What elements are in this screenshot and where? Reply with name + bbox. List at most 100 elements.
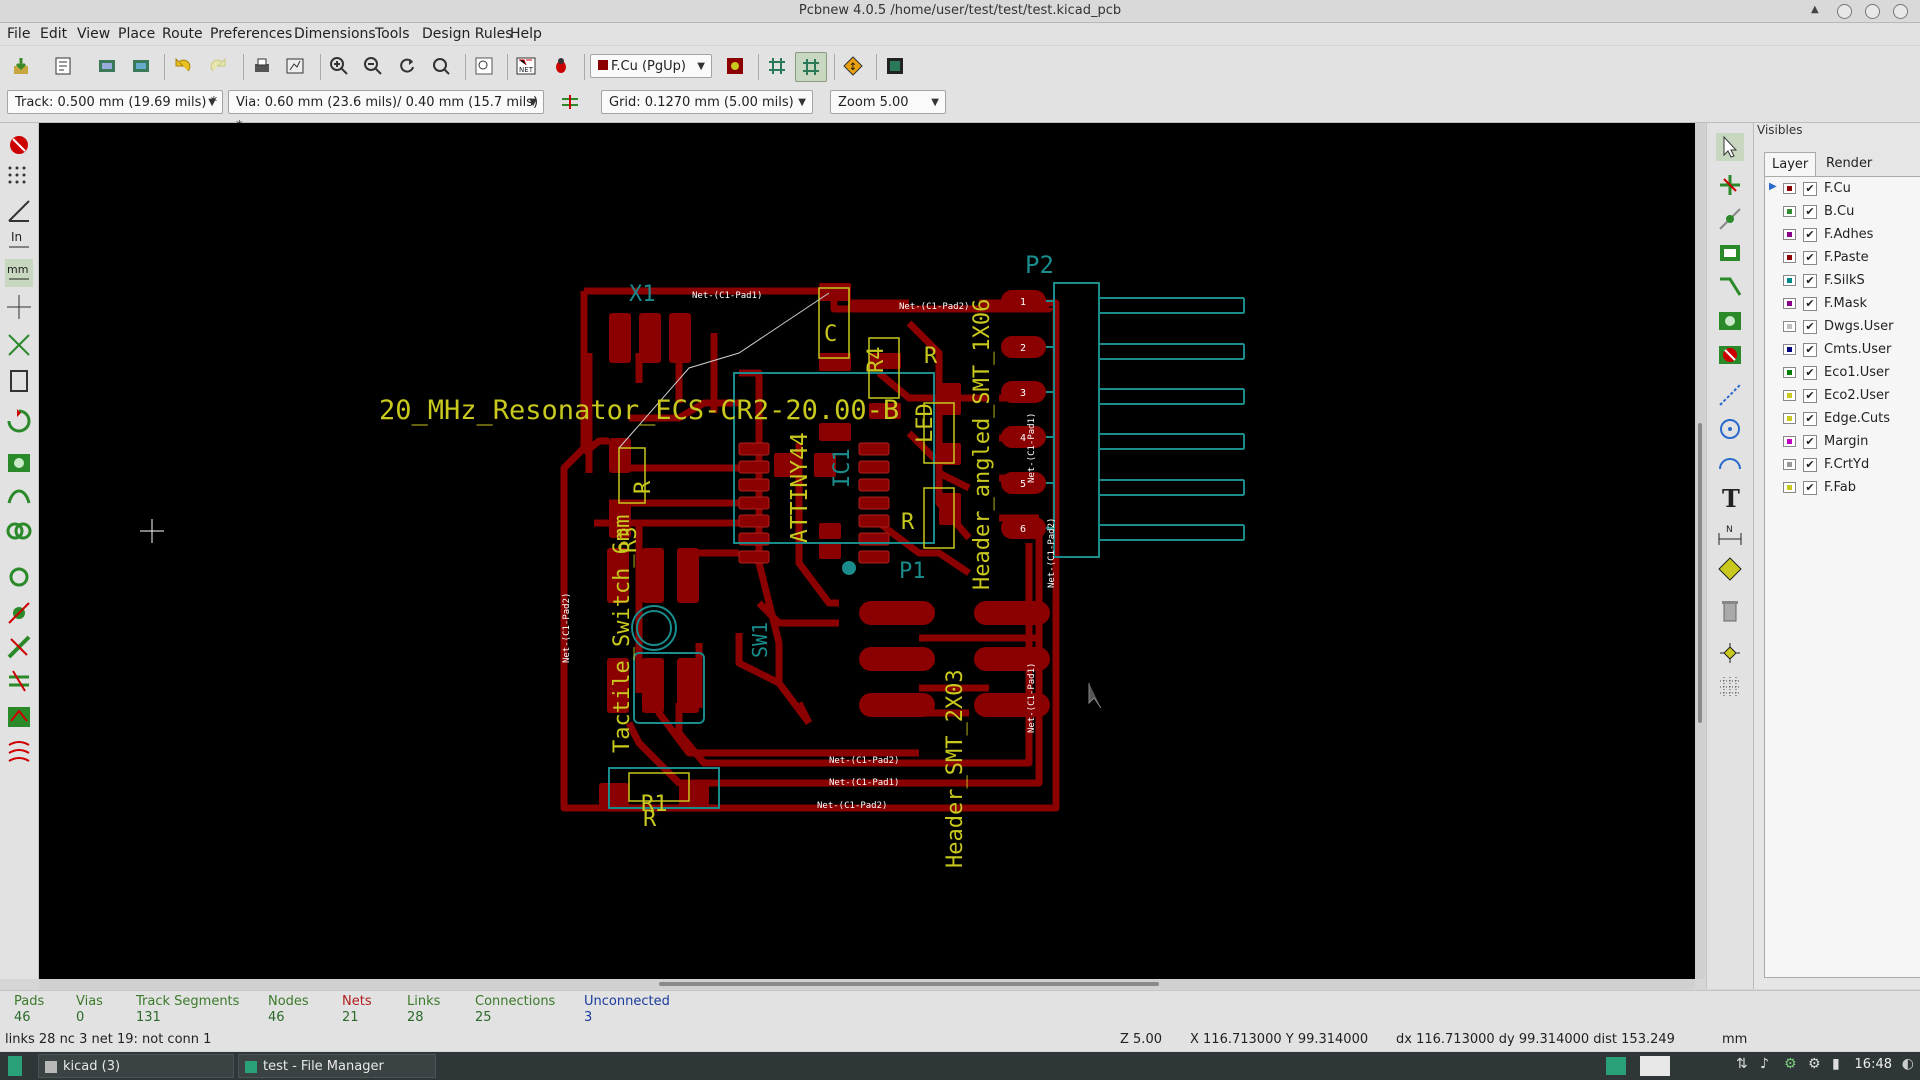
menu-file[interactable]: File [7,26,31,42]
layer-row-fsilks[interactable]: ✔F.SilkS [1765,269,1918,292]
add-circle-icon[interactable] [1716,415,1744,443]
tab-layer[interactable]: Layer [1764,152,1817,177]
layer-pair-button[interactable] [720,52,750,80]
show-zones-icon[interactable] [5,449,33,477]
tab-render[interactable]: Render [1826,156,1873,171]
save-button[interactable] [126,52,156,80]
tray-updates-icon[interactable]: ⚙ [1808,1056,1821,1072]
menu-preferences[interactable]: Preferences [210,26,293,42]
layer-swatch[interactable] [1783,321,1796,332]
menu-place[interactable]: Place [118,26,156,42]
layer-swatch[interactable] [1783,229,1796,240]
layer-swatch[interactable] [1783,344,1796,355]
menu-view[interactable]: View [77,26,111,42]
layer-visibility-checkbox[interactable]: ✔ [1803,320,1817,334]
taskbar-item-kicad[interactable]: kicad (3) [38,1054,234,1078]
layer-row-cmts-user[interactable]: ✔Cmts.User [1765,338,1918,361]
layer-visibility-checkbox[interactable]: ✔ [1803,205,1817,219]
layer-swatch[interactable] [1783,275,1796,286]
select-arrow-icon[interactable] [1716,133,1744,161]
pad-sketch-icon[interactable] [5,563,33,591]
pcb-canvas[interactable]: 20_MHz_Resonator_ECS-CR2-20.00-B X1 P2 P… [39,123,1695,979]
start-menu-icon[interactable] [8,1056,22,1076]
tray-notes-icon[interactable] [1640,1056,1670,1076]
layer-row-fadhes[interactable]: ✔F.Adhes [1765,223,1918,246]
layer-swatch[interactable] [1783,183,1796,194]
taskbar-item-file-manager[interactable]: test - File Manager [238,1054,436,1078]
layer-visibility-checkbox[interactable]: ✔ [1803,343,1817,357]
zoom-in-button[interactable] [324,52,354,80]
layer-visibility-checkbox[interactable]: ✔ [1803,182,1817,196]
layer-visibility-checkbox[interactable]: ✔ [1803,251,1817,265]
tray-volume-icon[interactable]: ♪ [1760,1056,1769,1072]
menu-route[interactable]: Route [162,26,203,42]
keepout-zone-icon[interactable] [1716,341,1744,369]
layer-row-fpaste[interactable]: ✔F.Paste [1765,246,1918,269]
add-zone-icon[interactable] [1716,307,1744,335]
close-button[interactable] [1893,4,1908,19]
layer-visibility-checkbox[interactable]: ✔ [1803,274,1817,288]
layer-row-eco2-user[interactable]: ✔Eco2.User [1765,384,1918,407]
grid-origin-icon[interactable] [1716,673,1744,701]
high-contrast-icon[interactable] [5,667,33,695]
layer-swatch[interactable] [1783,436,1796,447]
load-module-button[interactable] [92,52,122,80]
grid-button[interactable] [795,52,827,82]
add-arc-icon[interactable] [1716,449,1744,477]
layer-row-ffab[interactable]: ✔F.Fab [1765,476,1918,499]
auto-track-width-button[interactable] [555,88,585,116]
highlight-net-icon[interactable] [1716,171,1744,199]
layer-visibility-checkbox[interactable]: ✔ [1803,458,1817,472]
layers-manager-icon[interactable] [5,737,33,765]
layer-visibility-checkbox[interactable]: ✔ [1803,297,1817,311]
keep-above-icon[interactable]: ▲ [1811,4,1819,15]
netlist-button[interactable]: NET [511,52,541,80]
menu-dimensions[interactable]: Dimensions [294,26,376,42]
ratsnest-icon[interactable] [5,331,33,359]
vertical-scrollbar-thumb[interactable] [1698,423,1702,723]
layer-row-eco1-user[interactable]: ✔Eco1.User [1765,361,1918,384]
show-grid-icon[interactable] [5,163,33,191]
polar-coords-icon[interactable] [5,197,33,225]
layer-select[interactable]: F.Cu (PgUp) ▼ [590,54,712,78]
add-dimension-icon[interactable]: N [1716,521,1744,549]
mm-units-icon[interactable]: mm [5,259,33,287]
local-ratsnest-icon[interactable] [1716,205,1744,233]
set-origin-icon[interactable] [1716,639,1744,667]
vertical-scrollbar[interactable] [1695,123,1705,979]
menu-design-rules[interactable]: Design Rules [422,26,513,42]
layer-swatch[interactable] [1783,252,1796,263]
zone-fill-icon[interactable] [5,517,33,545]
track-width-select[interactable]: Track: 0.500 mm (19.69 mils) *▼ [7,90,223,114]
menu-tools[interactable]: Tools [375,26,410,42]
add-text-icon[interactable]: T [1716,483,1744,511]
plot-button[interactable] [280,52,310,80]
layer-swatch[interactable] [1783,459,1796,470]
via-size-select[interactable]: Via: 0.60 mm (23.6 mils)/ 0.40 mm (15.7 … [228,90,544,134]
3d-view-button[interactable] [880,52,910,80]
new-board-button[interactable] [6,52,36,80]
add-footprint-icon[interactable] [1716,239,1744,267]
layer-row-fcrtyd[interactable]: ✔F.CrtYd [1765,453,1918,476]
maximize-button[interactable] [1865,4,1880,19]
delete-icon[interactable] [1716,597,1744,625]
cursor-shape-icon[interactable] [5,293,33,321]
print-button[interactable] [247,52,277,80]
page-settings-button[interactable] [48,52,78,80]
horizontal-scrollbar[interactable] [39,979,1695,989]
drc-button[interactable] [546,52,576,80]
layer-swatch[interactable] [1783,482,1796,493]
zone-outline-icon[interactable] [5,483,33,511]
microwave-tools-icon[interactable] [5,703,33,731]
layer-visibility-checkbox[interactable]: ✔ [1803,435,1817,449]
layer-visibility-checkbox[interactable]: ✔ [1803,389,1817,403]
layer-row-dwgs-user[interactable]: ✔Dwgs.User [1765,315,1918,338]
inch-units-icon[interactable]: In [5,227,33,255]
layer-visibility-checkbox[interactable]: ✔ [1803,412,1817,426]
tray-network-icon[interactable]: ⇅ [1736,1056,1748,1072]
grid-select[interactable]: Grid: 0.1270 mm (5.00 mils)▼ [601,90,813,114]
layer-visibility-checkbox[interactable]: ✔ [1803,481,1817,495]
auto-route-button[interactable] [762,52,792,80]
drc-off-icon[interactable] [5,131,33,159]
tray-battery-icon[interactable]: ▮ [1832,1056,1840,1072]
